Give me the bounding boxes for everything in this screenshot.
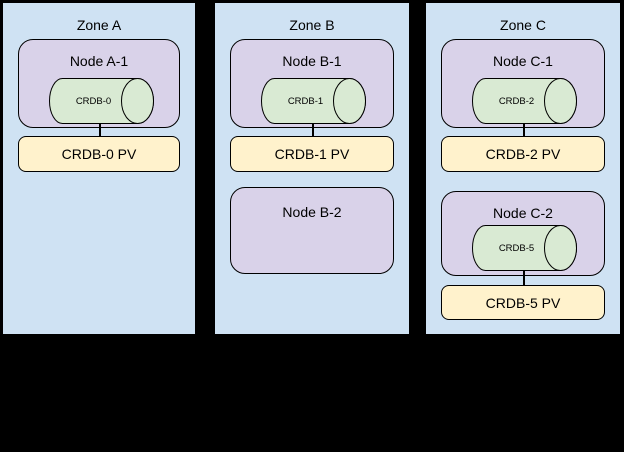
pod-crdb-5-label: CRDB-5 bbox=[498, 242, 535, 254]
zone-c: Zone C Node C-1 CRDB-2 CRDB-2 PV Node C-… bbox=[425, 2, 621, 335]
connector-crdb-5-to-pv bbox=[523, 270, 525, 285]
pod-crdb-5: CRDB-5 bbox=[472, 225, 577, 271]
pod-crdb-1-label: CRDB-1 bbox=[287, 95, 324, 107]
node-c-1-title: Node C-1 bbox=[493, 53, 553, 69]
zone-b: Zone B Node B-1 CRDB-1 CRDB-1 PV Node B-… bbox=[214, 2, 410, 335]
pod-crdb-0: CRDB-0 bbox=[49, 78, 154, 124]
node-b-2-title: Node B-2 bbox=[282, 204, 342, 220]
zone-b-title: Zone B bbox=[289, 17, 335, 33]
database-cylinder-icon bbox=[472, 225, 577, 271]
node-c-2: Node C-2 CRDB-5 bbox=[441, 191, 605, 276]
database-cylinder-icon bbox=[261, 78, 366, 124]
node-c-2-title: Node C-2 bbox=[493, 205, 553, 221]
node-c-1: Node C-1 CRDB-2 bbox=[441, 39, 605, 128]
node-b-1: Node B-1 CRDB-1 bbox=[230, 39, 394, 128]
zone-c-title: Zone C bbox=[500, 17, 546, 33]
pod-crdb-1: CRDB-1 bbox=[261, 78, 366, 124]
node-a-1-title: Node A-1 bbox=[69, 53, 129, 69]
connector-crdb-1-to-pv bbox=[312, 123, 314, 136]
zone-a: Zone A Node A-1 CRDB-0 CRDB-0 PV bbox=[2, 2, 196, 335]
pod-crdb-2-label: CRDB-2 bbox=[498, 95, 535, 107]
node-b-1-title: Node B-1 bbox=[282, 53, 342, 69]
connector-crdb-2-to-pv bbox=[523, 123, 525, 136]
pod-crdb-2: CRDB-2 bbox=[472, 78, 577, 124]
pv-crdb-1: CRDB-1 PV bbox=[230, 136, 394, 172]
pv-crdb-2: CRDB-2 PV bbox=[441, 136, 605, 172]
node-a-1: Node A-1 CRDB-0 bbox=[18, 39, 180, 128]
database-cylinder-icon bbox=[49, 78, 154, 124]
pv-crdb-5: CRDB-5 PV bbox=[441, 285, 605, 320]
node-b-2: Node B-2 bbox=[230, 187, 394, 274]
pod-crdb-0-label: CRDB-0 bbox=[75, 95, 112, 107]
pv-crdb-0: CRDB-0 PV bbox=[18, 136, 180, 172]
zone-a-title: Zone A bbox=[76, 17, 122, 33]
connector-crdb-0-to-pv bbox=[99, 123, 101, 136]
database-cylinder-icon bbox=[472, 78, 577, 124]
